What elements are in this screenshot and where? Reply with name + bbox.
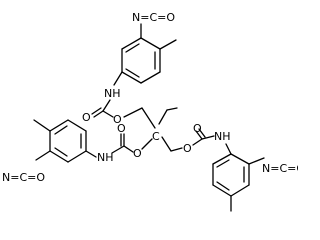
left-ester-o-label: O [133, 147, 142, 160]
top-ring-to-nh-bond [113, 71, 123, 86]
left-nh-label: NH [97, 151, 114, 164]
top-carbonyl-o-label: O [82, 111, 91, 124]
right-nh-ring-bond [225, 143, 232, 155]
right-o-c-bond [192, 138, 203, 146]
left-nh-ring-bond [85, 150, 97, 158]
top-ch2-c-bond [141, 107, 156, 129]
left-carbonyl-o-label: O [117, 122, 126, 135]
right-c-o-double-bond [195, 130, 203, 140]
right-aryl-ring [212, 153, 250, 197]
left-aryl-ring [49, 119, 87, 163]
top-methyl-bond [159, 39, 177, 50]
structure-canvas: N=C=O NH O O C O O NH N=C=O O O NH [2, 11, 298, 212]
quaternary-carbon-label: C [152, 130, 160, 143]
c-right-ch2-bond [161, 136, 172, 152]
left-o-c-bond [123, 145, 134, 153]
top-c-o-double-bond [93, 110, 104, 118]
top-aryl-ring [121, 37, 161, 84]
ethyl-bond-2 [166, 107, 178, 111]
left-isocyanate-bond [35, 150, 51, 161]
top-nh-label: NH [104, 87, 121, 100]
right-c-nh-bond [201, 135, 215, 140]
top-o-ch2-bond [123, 107, 143, 118]
right-ch2-o-bond [170, 147, 183, 152]
left-c-nh-bond [111, 145, 125, 154]
top-c-o-ester-bond [102, 110, 114, 118]
right-nh-label: NH [214, 130, 231, 143]
top-isocyanate-label: N=C=O [132, 11, 175, 24]
left-isocyanate-label: N=C=O [2, 171, 45, 184]
left-methyl-bond [33, 119, 51, 132]
top-c-o-double-bond-2 [91, 107, 102, 115]
top-ester-o-label: O [113, 113, 122, 126]
right-c-o-double-bond-2 [198, 128, 206, 138]
right-isocyanate-label: N=C=O [262, 162, 298, 175]
top-nh-c-bond [102, 99, 111, 112]
right-isocyanate-bond [248, 157, 265, 165]
chemical-structure-diagram: N=C=O NH O O C O O NH N=C=O O O NH [2, 11, 298, 212]
right-carbonyl-o-label: O [193, 122, 202, 135]
right-ester-o-label: O [183, 142, 192, 155]
c-left-ch2-bond [141, 138, 153, 150]
ethyl-bond-1 [158, 109, 168, 125]
